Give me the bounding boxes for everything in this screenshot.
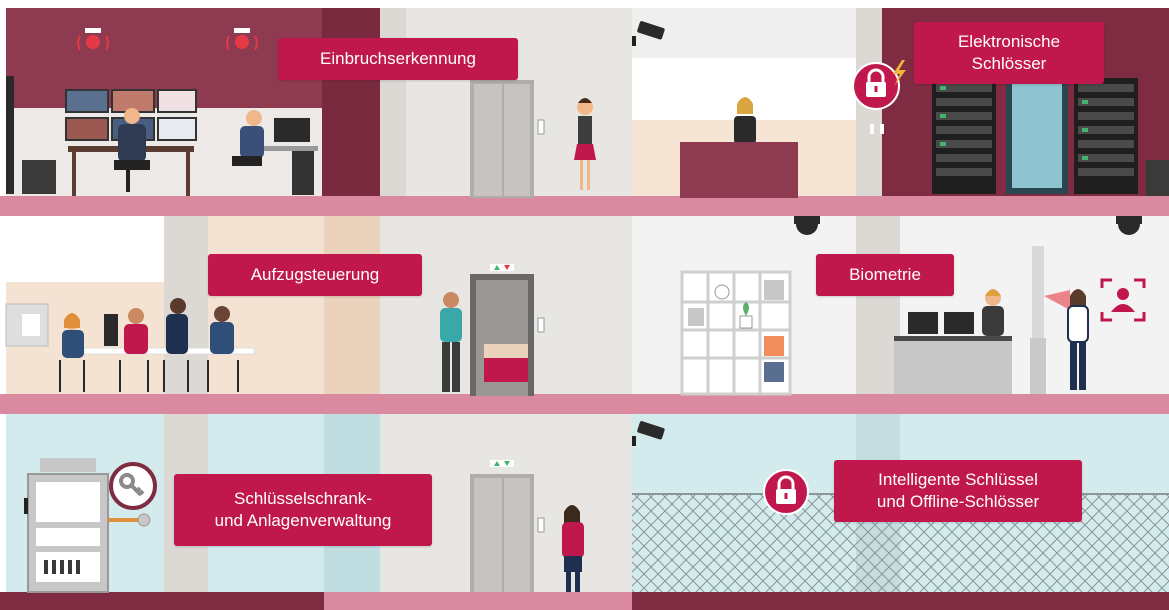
elevator-floor-1: [470, 80, 596, 198]
label-intrusion-detection: Einbruchserkennung: [278, 38, 518, 80]
label-key-cabinet-line2: und Anlagenverwaltung: [214, 511, 392, 530]
label-key-cabinet: Schlüsselschrank- und Anlagenverwaltung: [174, 474, 432, 546]
padlock-lightning-icon: [852, 60, 906, 110]
label-elevator-control: Aufzugsteuerung: [208, 254, 422, 296]
key-cabinet: [24, 458, 151, 593]
label-biometrics: Biometrie: [816, 254, 954, 296]
elevator-floor-2: [440, 264, 545, 396]
label-electronic-locks-line2: Schlösser: [971, 54, 1047, 73]
alarm-siren-icon: [77, 28, 109, 51]
label-electronic-locks: Elektronische Schlösser: [914, 22, 1104, 84]
label-elevator-control-text: Aufzugsteuerung: [250, 265, 380, 284]
alarm-siren-icon: [226, 28, 258, 51]
face-scan-icon: [1100, 278, 1146, 322]
label-key-cabinet-line1: Schlüsselschrank-: [234, 489, 372, 508]
server-room: [870, 78, 1169, 196]
key-icon: [109, 462, 157, 510]
label-electronic-locks-line1: Elektronische: [957, 32, 1061, 51]
control-room: [6, 28, 318, 196]
padlock-icon: [763, 469, 809, 515]
label-smart-keys-line2: und Offline-Schlösser: [876, 492, 1040, 511]
meeting-room: [5, 298, 255, 392]
security-camera-icon: [632, 421, 665, 446]
dome-camera-icon: [1116, 216, 1142, 235]
reception: [632, 21, 798, 198]
dome-camera-icon: [794, 216, 820, 235]
label-smart-keys: Intelligente Schlüssel und Offline-Schlö…: [834, 460, 1082, 522]
security-camera-icon: [632, 21, 665, 46]
elevator-floor-3: [470, 460, 584, 592]
label-biometrics-text: Biometrie: [849, 265, 921, 284]
label-intrusion-detection-text: Einbruchserkennung: [320, 49, 476, 68]
office-shelf: [680, 270, 792, 396]
label-smart-keys-line1: Intelligente Schlüssel: [878, 470, 1038, 489]
biometric-desk: [894, 246, 1089, 394]
